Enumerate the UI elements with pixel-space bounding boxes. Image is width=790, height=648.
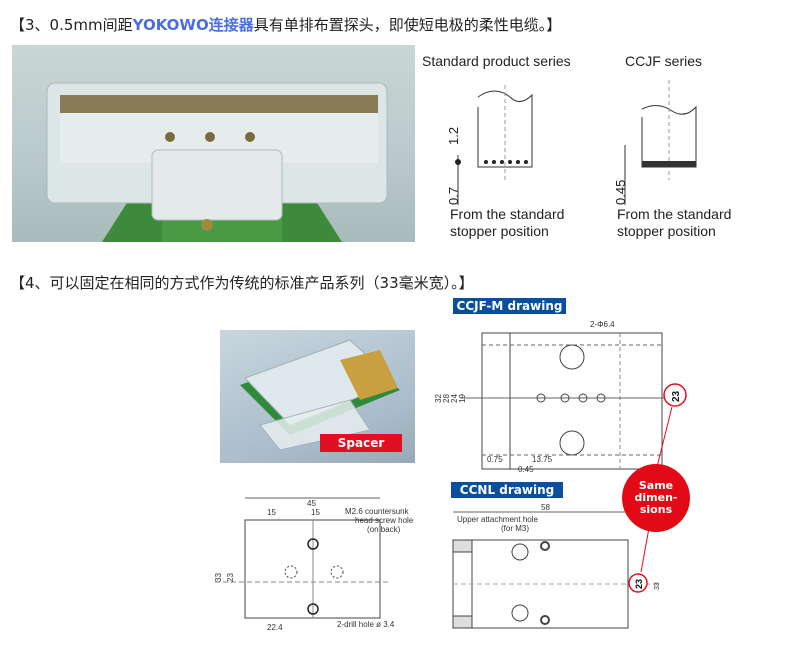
callout-line2: dimen- xyxy=(634,491,678,504)
dim-0-45: 0.45 xyxy=(613,180,628,205)
section-4-heading: 【4、可以固定在相同的方式作为传统的标准产品系列（33毫米宽）。】 xyxy=(10,274,474,292)
note-line3: (on back) xyxy=(367,525,401,534)
ccjf-m-drawing: 2-Φ6.4 32 28 24 19 0.75 13.75 0.45 23 xyxy=(434,320,687,475)
right-caption-line1: From the standard xyxy=(617,206,731,222)
dim-0-45: 0.45 xyxy=(518,465,534,474)
drill-note: 2-drill hole ø 3.4 xyxy=(337,620,395,629)
left-caption-line2: stopper position xyxy=(450,223,549,239)
callout-line3: sions xyxy=(639,503,673,516)
dim-33: 33 xyxy=(214,573,223,582)
same-dimensions-callout: Same dimen- sions xyxy=(622,464,690,532)
dim-28: 28 xyxy=(442,394,451,403)
heading-text: 具有单排布置探头，即使短电极的柔性电缆。】 xyxy=(253,16,562,34)
dim-45: 45 xyxy=(307,499,316,508)
note-line1: M2.6 countersunk xyxy=(345,507,410,516)
ccnl-drawing-label: CCNL drawing xyxy=(451,482,563,498)
ccjf-series-title: CCJF series xyxy=(625,53,702,69)
dim-23: 23 xyxy=(226,573,235,582)
yokowo-connector-link[interactable]: YOKOWO连接器 xyxy=(132,16,254,34)
spacer-label: Spacer xyxy=(320,434,402,452)
dim-19: 19 xyxy=(458,394,467,403)
dim-32: 32 xyxy=(434,394,443,403)
dim-15b: 15 xyxy=(311,508,320,517)
spacer-drawing: 45 15 15 33 23 22.4 M2.6 countersunk hea… xyxy=(214,497,414,632)
section-3-heading: 【3、0.5mm间距YOKOWO连接器具有单排布置探头，即使短电极的柔性电缆。】 xyxy=(10,14,561,35)
spacer-photo-illustration xyxy=(240,339,400,451)
ccnl-drawing: 58 Upper attachment hole (for M3) 23 33 xyxy=(452,503,661,629)
spacer-photo xyxy=(220,330,415,463)
ccjf-m-drawing-label: CCJF-M drawing xyxy=(453,298,566,314)
note-line2: head screw hole xyxy=(355,516,414,525)
callout-line1: Same xyxy=(638,479,674,492)
pitch-comparison-diagram: Standard product series CCJF series 1.2 … xyxy=(422,53,731,239)
left-caption-line1: From the standard xyxy=(450,206,564,222)
dim-1-2: 1.2 xyxy=(446,127,461,145)
dim-23-highlight: 23 xyxy=(634,579,644,589)
heading-text: 【3、0.5mm间距 xyxy=(10,16,133,34)
dim-23-highlight: 23 xyxy=(671,390,682,402)
connector-photo-illustration xyxy=(46,82,388,242)
dim-22-4: 22.4 xyxy=(267,623,283,632)
dim-0-75: 0.75 xyxy=(487,455,503,464)
note-line2: (for M3) xyxy=(501,524,529,533)
dim-33: 33 xyxy=(654,582,661,590)
dim-15a: 15 xyxy=(267,508,276,517)
right-caption-line2: stopper position xyxy=(617,223,716,239)
hole-note: 2-Φ6.4 xyxy=(590,320,615,329)
note-line1: Upper attachment hole xyxy=(457,515,538,524)
dim-13-75: 13.75 xyxy=(532,455,553,464)
dim-24: 24 xyxy=(450,394,459,403)
dim-58: 58 xyxy=(541,503,550,512)
dim-0-7: 0.7 xyxy=(446,187,461,205)
standard-series-title: Standard product series xyxy=(422,53,571,69)
connector-probe-photo xyxy=(12,45,415,242)
